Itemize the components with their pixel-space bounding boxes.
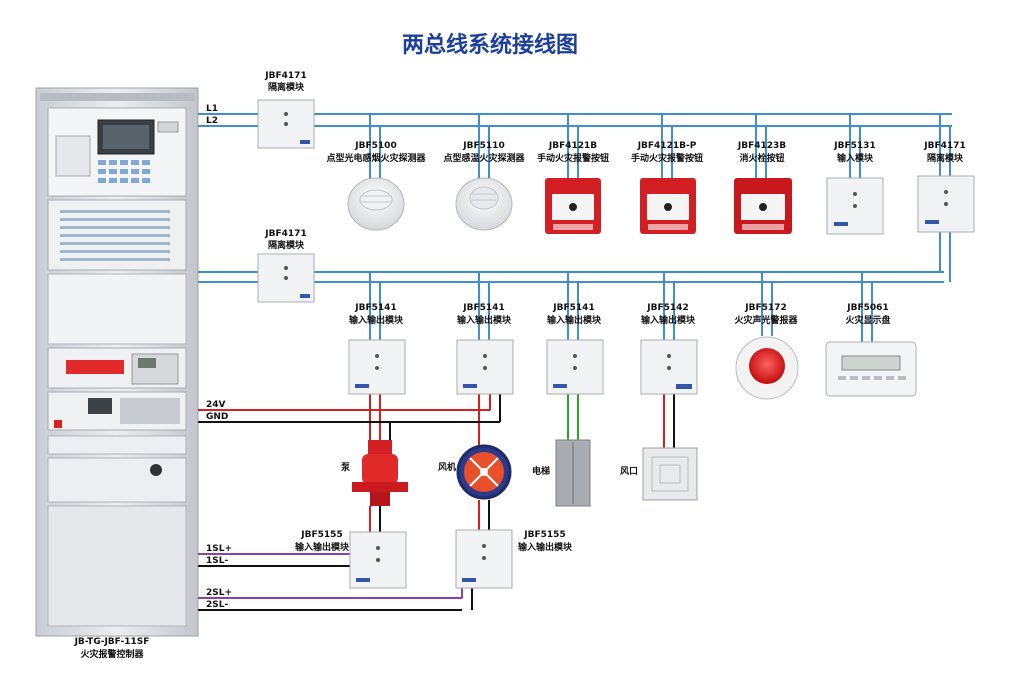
green-lines (567, 394, 579, 440)
hydrant-button (734, 178, 792, 234)
power-gnd-line (198, 394, 675, 538)
row1-6-model: JBF4171 (923, 141, 965, 151)
equipment-elevator-label: 电梯 (532, 465, 550, 477)
isolator-module (917, 175, 975, 233)
row3-0-model: JBF5155 (300, 530, 342, 540)
fan-icon (456, 444, 512, 500)
row2-5-name: 火灾显示盘 (845, 314, 890, 326)
io-module (456, 339, 514, 395)
manual-alarm-button (640, 178, 696, 234)
equipment-fan-label: 风机 (438, 461, 456, 473)
equipment-vent-label: 风口 (620, 466, 638, 477)
isolator-1-name: 隔离模块 (268, 81, 305, 93)
elevator-icon (555, 439, 591, 507)
controller-cabinet (35, 87, 199, 637)
row2-4-name: 火灾声光警报器 (734, 314, 798, 326)
bus-label-1sl-plus: 1SL+ (206, 544, 232, 554)
io-module (640, 339, 698, 395)
bus-label-2sl-plus: 2SL+ (206, 588, 232, 598)
isolator-module (257, 253, 315, 303)
fire-display-panel (825, 341, 917, 397)
bus-l1-l2 (198, 113, 952, 342)
row2-1-model: JBF5141 (462, 303, 504, 313)
controller-model: JB-TG-JBF-11SF (74, 637, 150, 647)
row2-0-model: JBF5141 (354, 303, 396, 313)
row1-5-name: 输入模块 (837, 152, 874, 164)
air-vent-icon (642, 447, 698, 501)
isolator-2-name: 隔离模块 (268, 239, 305, 251)
row1-0-name: 点型光电感烟火灾探测器 (326, 152, 426, 164)
isolator-1-model: JBF4171 (264, 71, 306, 81)
io-module (349, 531, 407, 589)
power-24v-line (198, 394, 665, 538)
bus-label-l1: L1 (206, 104, 218, 114)
row2-5-model: JBF5061 (846, 303, 888, 313)
row1-1-name: 点型感温火灾探测器 (443, 152, 525, 164)
row1-2-model: JBF4121B (548, 141, 597, 151)
row3-1-model: JBF5155 (523, 530, 565, 540)
isolator-module (257, 99, 315, 149)
keypad (98, 160, 150, 183)
smoke-detector (347, 177, 405, 231)
row2-1-name: 输入输出模块 (457, 314, 512, 326)
diagram-title: 两总线系统接线图 (402, 32, 578, 58)
row3-1-name: 输入输出模块 (518, 541, 573, 553)
equipment-pump-label: 泵 (341, 462, 351, 473)
bus-label-2sl-minus: 2SL- (206, 600, 228, 610)
heat-detector (455, 177, 513, 231)
row1-3-model: JBF4121B-P (637, 141, 697, 151)
bus-label-l2: L2 (206, 116, 218, 126)
row1-4-name: 消火栓按钮 (739, 152, 784, 164)
row1-3-name: 手动火灾报警按钮 (631, 152, 703, 164)
pump-icon (352, 440, 408, 506)
row2-2-model: JBF5141 (552, 303, 594, 313)
io-module (348, 339, 406, 395)
row2-3-name: 输入输出模块 (641, 314, 696, 326)
row1-4-model: JBF4123B (737, 141, 786, 151)
sl-lines (198, 553, 473, 611)
strobe-sounder (735, 336, 799, 400)
manual-alarm-button (545, 178, 601, 234)
row2-2-name: 输入输出模块 (547, 314, 602, 326)
row2-3-model: JBF5142 (646, 303, 688, 313)
row1-1-model: JBF5110 (462, 141, 504, 151)
input-module (826, 177, 884, 235)
controller-name: 火灾报警控制器 (80, 648, 144, 660)
isolator-2-model: JBF4171 (264, 229, 306, 239)
row1-0-model: JBF5100 (354, 141, 396, 151)
row2-4-model: JBF5172 (744, 303, 786, 313)
bus-label-24v: 24V (206, 400, 226, 410)
bus-label-gnd: GND (206, 412, 228, 422)
row1-6-name: 隔离模块 (927, 152, 964, 164)
io-module (546, 339, 604, 395)
row1-2-name: 手动火灾报警按钮 (537, 152, 609, 164)
row1-5-model: JBF5131 (833, 141, 875, 151)
row3-0-name: 输入输出模块 (295, 541, 350, 553)
io-module (455, 529, 513, 589)
bus-label-1sl-minus: 1SL- (206, 556, 228, 566)
row2-0-name: 输入输出模块 (349, 314, 404, 326)
